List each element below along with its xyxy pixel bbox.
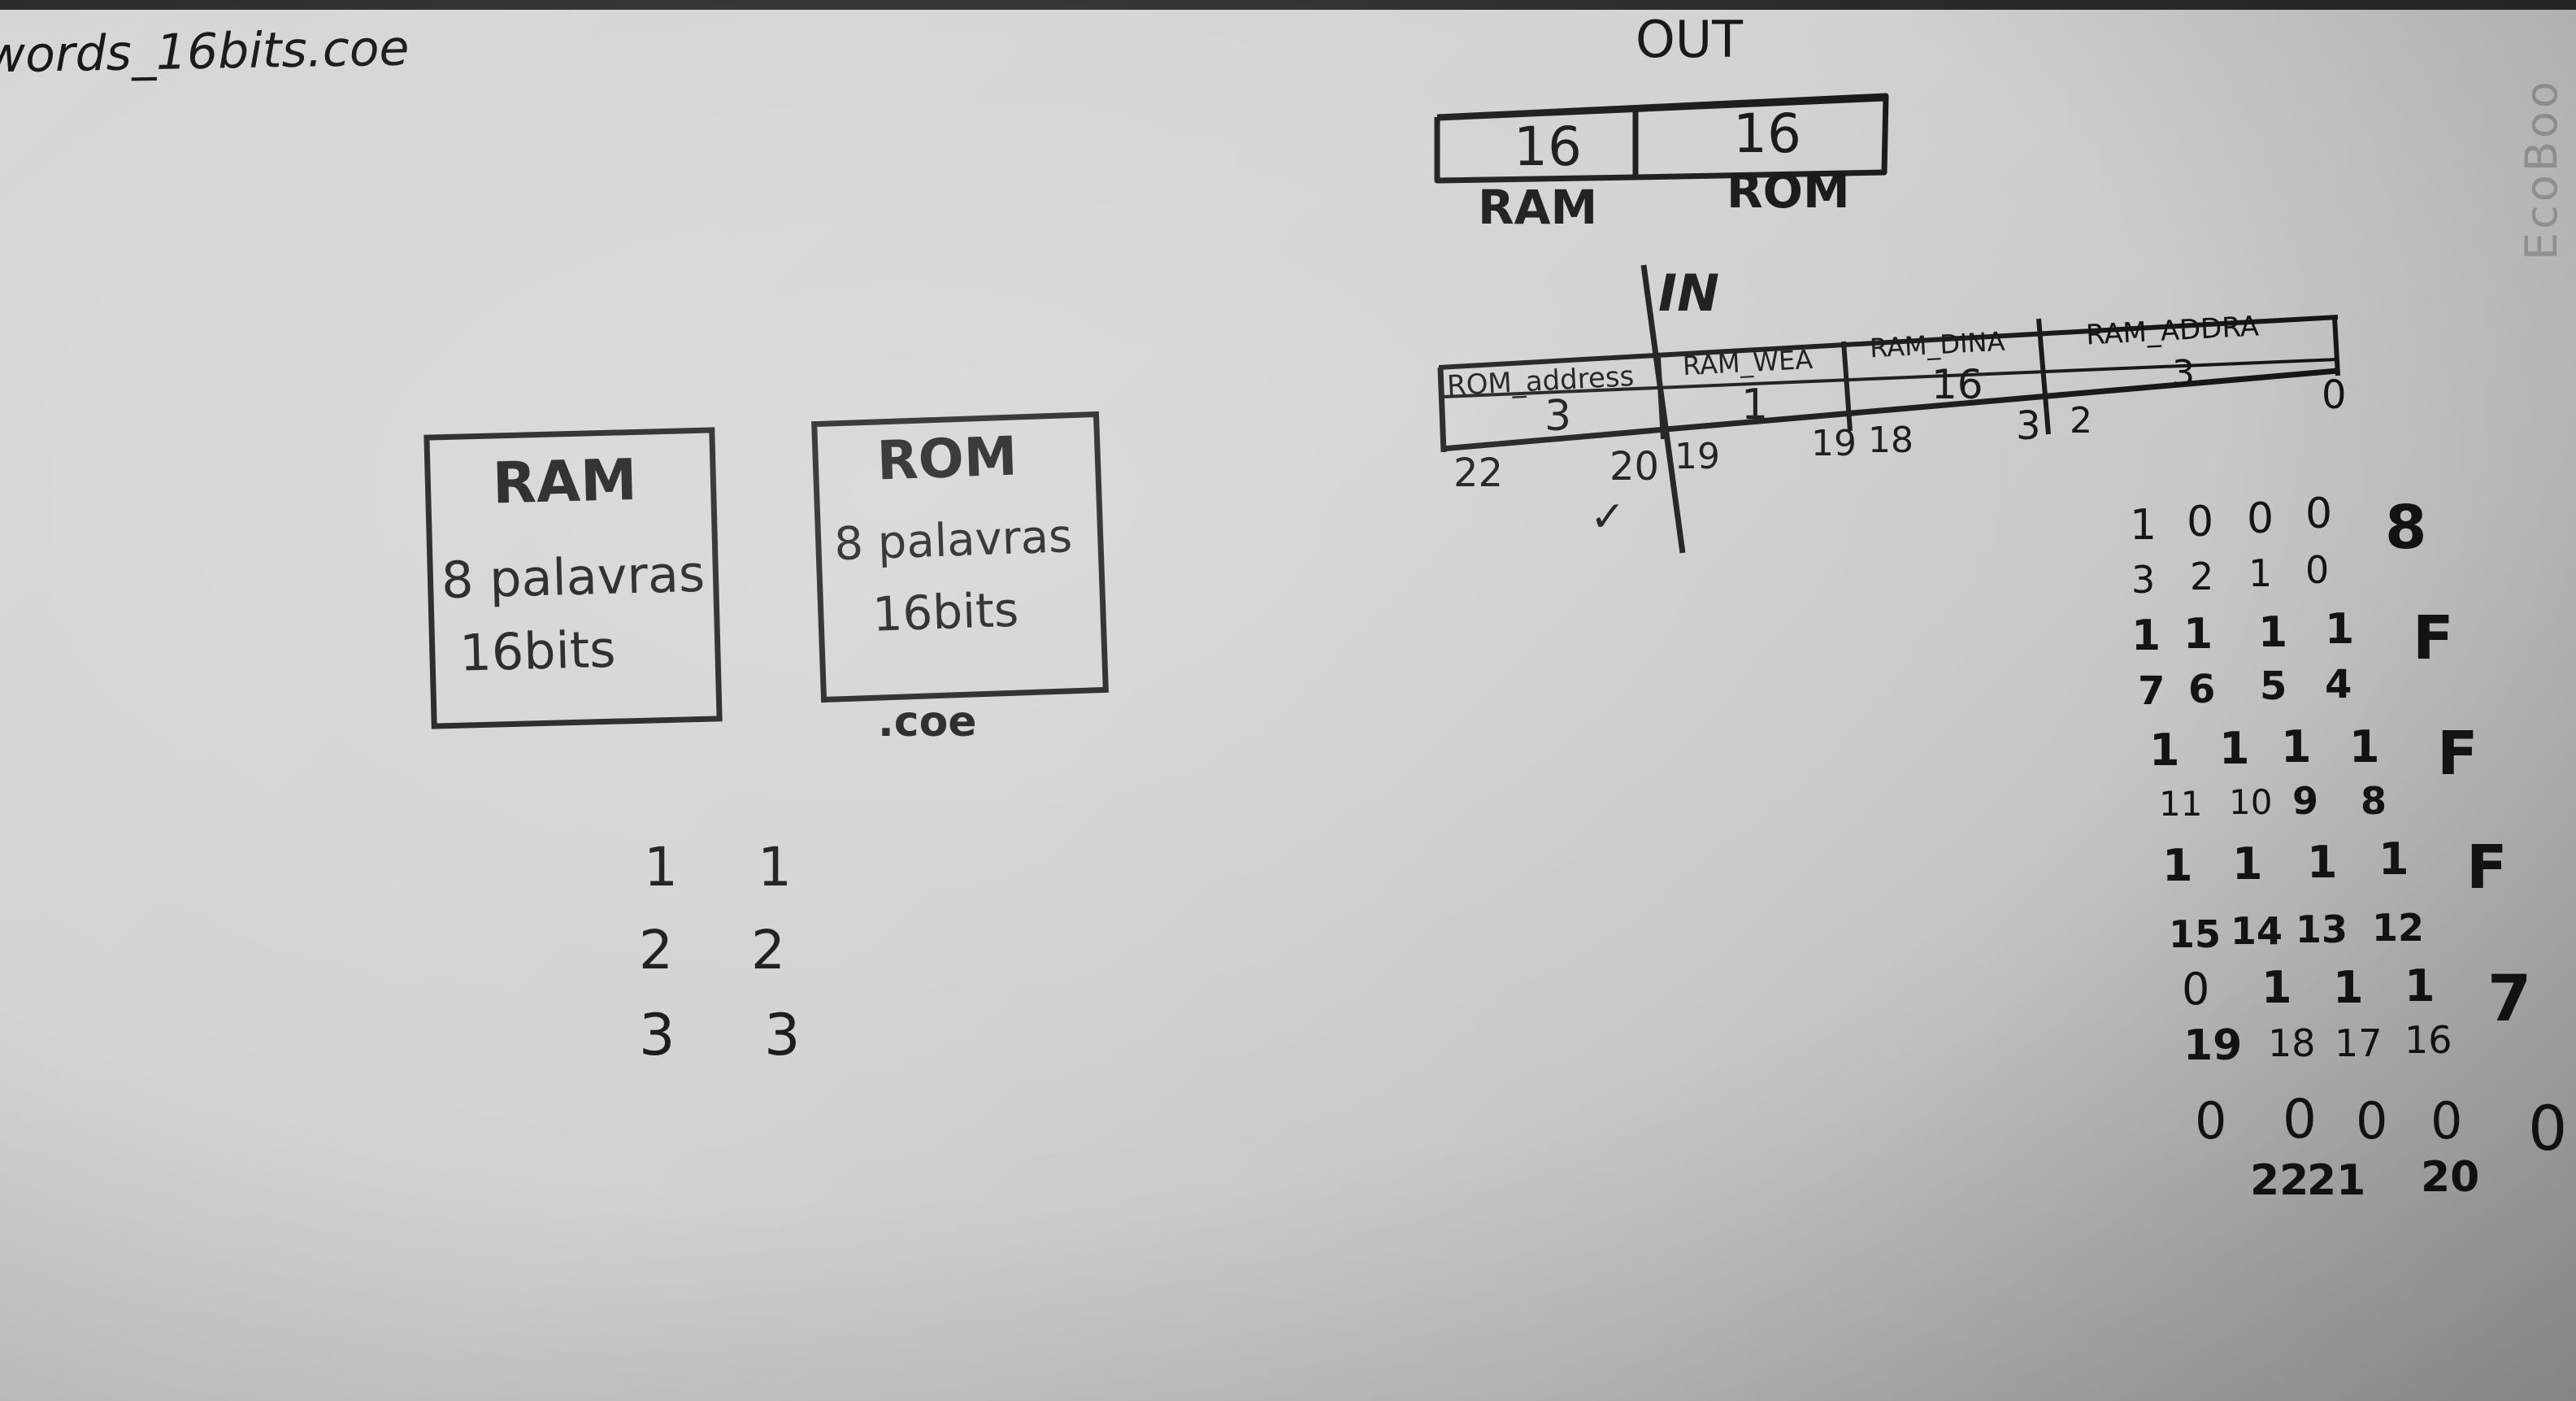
idx-g3-3: 12 (2372, 906, 2425, 950)
idx-g4-0: 19 (2183, 1021, 2243, 1070)
rom-coe-caption: .coe (878, 698, 977, 746)
bin-g1-b2: 1 (2258, 608, 2288, 657)
bin-g5-b1: 0 (2283, 1088, 2317, 1151)
check-mark: ✓ (1590, 493, 1626, 542)
idx-g2-3: 8 (2361, 779, 2387, 823)
in-register-title: IN (1658, 263, 1719, 323)
hex-g1: F (2413, 603, 2454, 673)
rom-box-bits: 16bits (871, 581, 1020, 642)
bin-g2-b2: 1 (2281, 721, 2312, 772)
idx-g0-1: 2 (2190, 555, 2214, 598)
pair-right-1: 1 (758, 836, 792, 898)
in-bit-19-left: 19 (1675, 436, 1720, 477)
in-field-ram-wea-width: 1 (1741, 381, 1769, 429)
in-bit-18: 18 (1868, 420, 1914, 461)
idx-g0-2: 1 (2248, 551, 2273, 595)
in-field-ram-dina: RAM_DINA (1869, 325, 2006, 364)
in-bit-3: 3 (2016, 403, 2041, 449)
idx-g2-0: 11 (2159, 784, 2203, 824)
idx-g3-0: 15 (2169, 912, 2222, 956)
ram-box-title: RAM (491, 446, 638, 517)
rom-box-title: ROM (875, 424, 1019, 493)
pair-right-3: 3 (764, 1002, 801, 1068)
rom-box-words: 8 palavras (833, 510, 1074, 572)
bin-g2-b3: 1 (2349, 721, 2380, 772)
in-field-rom-address-width: 3 (1544, 392, 1572, 441)
ram-box-bits: 16bits (458, 619, 617, 683)
ram-box-words: 8 palavras (441, 543, 706, 611)
bin-g3-b0: 1 (2162, 840, 2193, 891)
idx-g1-1: 6 (2188, 667, 2216, 712)
pair-left-3: 3 (639, 1002, 675, 1068)
out-ram-label: RAM (1478, 180, 1598, 235)
bin-g0-b0: 1 (2130, 501, 2157, 550)
bin-g1-b1: 1 (2183, 610, 2213, 659)
out-rom-label: ROM (1727, 163, 1850, 219)
in-field-ram-addra: RAM_ADDRA (2085, 310, 2260, 352)
in-bit-0: 0 (2322, 372, 2347, 418)
bin-g5-b0: 0 (2195, 1091, 2227, 1151)
bin-g0-b3: 0 (2305, 489, 2333, 538)
hex-g3: F (2466, 833, 2508, 903)
bin-g4-b2: 1 (2333, 962, 2364, 1013)
ram-box: RAM 8 palavras 16bits (424, 427, 723, 729)
bin-g4-b1: 1 (2261, 962, 2292, 1013)
in-bit-22: 22 (1453, 450, 1504, 496)
idx-g5-2: 20 (2421, 1153, 2480, 1202)
bin-g4-b3: 1 (2404, 960, 2435, 1012)
idx-g5-0: 22 (2250, 1156, 2309, 1205)
bin-g3-b2: 1 (2307, 837, 2338, 888)
bin-g4-b0: 0 (2182, 964, 2210, 1015)
idx-g1-3: 4 (2325, 662, 2352, 707)
hex-g4: 7 (2487, 963, 2532, 1036)
bin-g3-b3: 1 (2378, 833, 2409, 885)
idx-g0-0: 3 (2131, 558, 2156, 602)
idx-g2-2: 9 (2292, 779, 2319, 823)
bin-g5-b2: 0 (2356, 1091, 2388, 1151)
hex-g2: F (2437, 719, 2478, 789)
bin-g0-b1: 0 (2187, 498, 2214, 546)
out-rom-width: 16 (1733, 102, 1801, 165)
photo-top-edge (0, 0, 2576, 10)
pair-left-2: 2 (639, 919, 673, 981)
idx-g3-1: 14 (2231, 909, 2283, 953)
in-bit-19-right: 19 (1811, 423, 1857, 464)
rom-box: ROM 8 palavras 16bits (811, 411, 1109, 703)
out-register-title: OUT (1636, 10, 1744, 69)
in-field-ram-dina-width: 16 (1931, 361, 1983, 408)
hex-g0: 8 (2385, 493, 2427, 563)
in-bit-2: 2 (2070, 400, 2092, 442)
idx-g1-0: 7 (2138, 668, 2165, 714)
idx-g4-3: 16 (2404, 1018, 2452, 1062)
idx-g4-1: 18 (2268, 1021, 2316, 1065)
pair-right-2: 2 (751, 919, 785, 981)
bin-g2-b1: 1 (2219, 723, 2250, 774)
hex-g5: 0 (2528, 1092, 2568, 1164)
in-field-ram-addra-width: 3 (2172, 353, 2195, 394)
idx-g3-2: 13 (2296, 907, 2348, 951)
bin-g1-b3: 1 (2325, 605, 2355, 654)
idx-g1-2: 5 (2260, 664, 2287, 709)
pair-left-1: 1 (644, 836, 678, 898)
bin-g1-b0: 1 (2131, 611, 2161, 660)
bin-g5-b3: 0 (2430, 1091, 2463, 1151)
bin-g0-b2: 0 (2247, 494, 2274, 543)
idx-g4-2: 17 (2335, 1021, 2383, 1065)
in-bit-20: 20 (1609, 444, 1660, 489)
idx-g5-1: 21 (2307, 1156, 2366, 1205)
idx-g0-3: 0 (2305, 548, 2330, 592)
bin-g3-b1: 1 (2232, 838, 2263, 890)
in-field-ram-wea: RAM_WEA (1682, 343, 1814, 382)
out-ram-width: 16 (1514, 115, 1582, 178)
bin-g2-b0: 1 (2149, 724, 2180, 776)
idx-g2-1: 10 (2229, 782, 2273, 822)
